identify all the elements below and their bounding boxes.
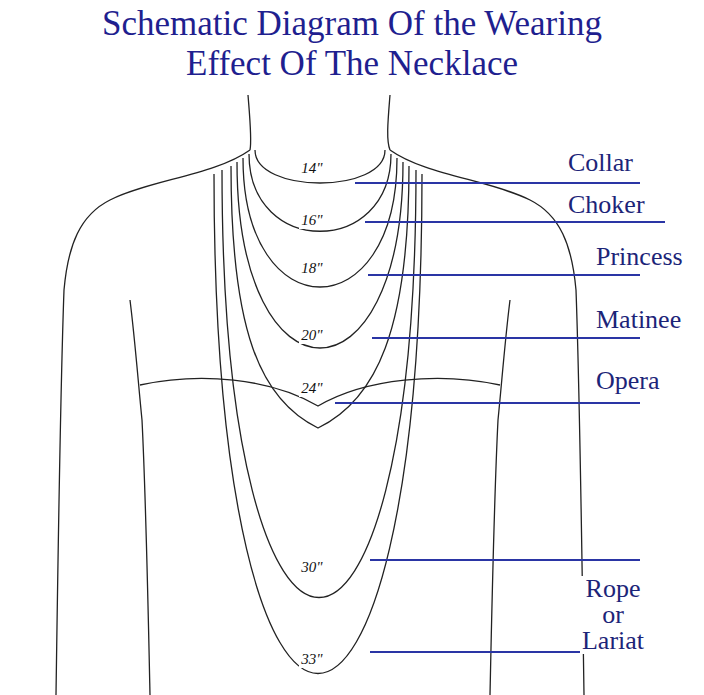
leader-line (335, 402, 640, 404)
necklace-14 (255, 150, 385, 183)
necklace-20 (237, 162, 403, 348)
leader-line (370, 559, 640, 561)
necklace-30 (222, 170, 416, 598)
shoulder-arm (390, 150, 584, 695)
necklace-33 (214, 174, 422, 674)
shoulder-arm (56, 150, 250, 695)
leader-line (372, 337, 640, 339)
neck-line (248, 95, 251, 150)
length-label: 30" (299, 559, 324, 576)
length-label: 24" (299, 380, 324, 397)
torso-side (490, 300, 510, 695)
leader-line (355, 182, 640, 184)
leader-line (365, 221, 665, 223)
style-name: Princess (594, 242, 685, 272)
neck-line (388, 95, 390, 150)
style-name: Rope or Lariat (580, 576, 646, 654)
necklace-24 (231, 166, 409, 428)
length-label: 20" (299, 327, 324, 344)
length-label: 14" (299, 160, 324, 177)
torso-side (130, 300, 150, 695)
style-name: Opera (594, 366, 662, 396)
length-label: 18" (299, 260, 324, 277)
length-label: 16" (299, 212, 324, 229)
style-name: Collar (566, 148, 635, 178)
title: Schematic Diagram Of the Wearing Effect … (72, 4, 632, 84)
style-name: Matinee (594, 305, 683, 335)
bust-line (140, 378, 500, 406)
necklace-16 (249, 154, 391, 231)
length-label: 33" (299, 651, 324, 668)
leader-line (368, 274, 640, 276)
style-name: Choker (566, 190, 647, 220)
